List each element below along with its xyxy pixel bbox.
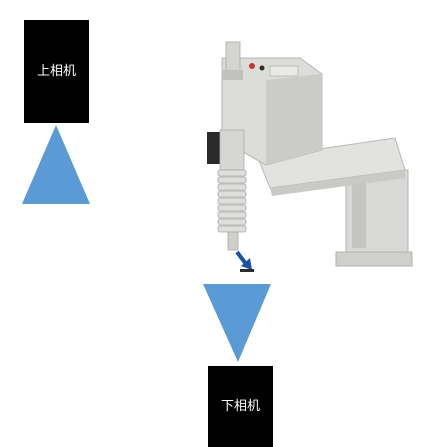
bottom-camera-triangle-down-icon	[203, 284, 271, 362]
tool-nozzle-arrow-icon	[235, 250, 254, 272]
bottom-camera-box: 下相机	[208, 366, 273, 447]
bottom-camera-label: 下相机	[220, 398, 260, 414]
top-camera-triangle-up-icon	[22, 125, 90, 204]
top-camera-label: 上相机	[36, 63, 76, 79]
top-camera-box: 上相机	[24, 20, 89, 123]
scara-robot-icon	[207, 41, 413, 267]
